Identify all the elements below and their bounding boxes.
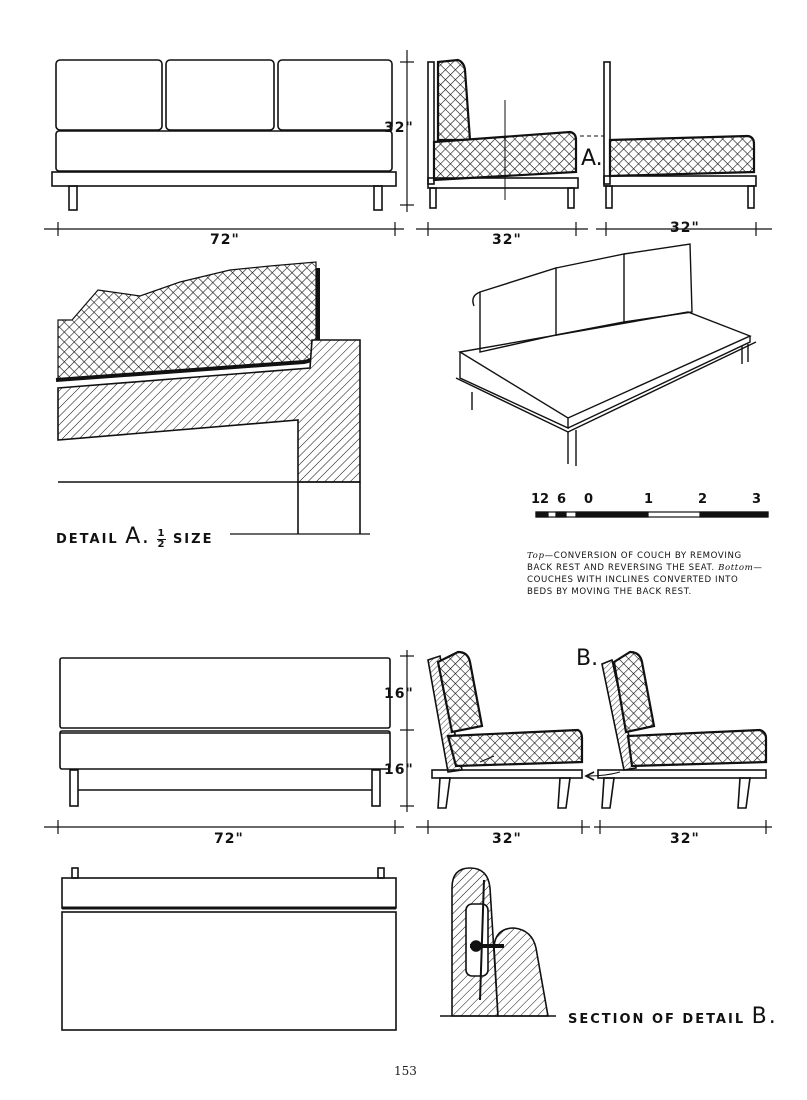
top-side-left-dimension (416, 222, 588, 236)
detail-a-size: SIZE (172, 532, 214, 547)
section-b-letter: B. (751, 1004, 778, 1029)
scale-label-3: 3 (752, 492, 762, 507)
top-side-view-left (427, 58, 604, 209)
caption-top-text: —CONVERSION OF COUCH BY REMOVING BACK RE… (527, 551, 742, 573)
detail-a-letter: A. (125, 524, 151, 549)
scale-label-0: 0 (584, 492, 594, 507)
top-front-view (51, 59, 397, 211)
caption-top-italic: Top (527, 551, 545, 561)
bottom-upper-height-label: 16" (384, 686, 414, 702)
bottom-side-view-left (427, 650, 584, 809)
scale-label-6: 6 (557, 492, 567, 507)
perspective-couch (455, 243, 757, 466)
caption-bottom-italic: Bottom (718, 563, 754, 573)
bottom-side-view-right (584, 650, 768, 809)
bottom-side-left-dimension (416, 820, 590, 834)
section-detail-b (440, 867, 556, 1017)
top-front-width-label: 72" (210, 232, 240, 248)
bottom-side-right-dimension (594, 820, 772, 834)
top-height-label: 32" (384, 120, 414, 136)
detail-a-marker: A. (581, 146, 603, 171)
detail-a-title: DETAIL A. 1 2 SIZE (56, 524, 213, 550)
section-b-label: SECTION OF DETAIL (568, 1012, 746, 1027)
bottom-height-dimension (400, 650, 414, 812)
scale-label-2: 2 (698, 492, 708, 507)
bottom-side-right-depth-label: 32" (670, 831, 700, 847)
top-side-right-depth-label: 32" (670, 220, 700, 236)
top-height-dimension (400, 50, 414, 212)
top-front-dimension (44, 222, 404, 236)
top-side-left-depth-label: 32" (492, 232, 522, 248)
bottom-front-dimension (44, 820, 404, 834)
figure-caption: Top—CONVERSION OF COUCH BY REMOVING BACK… (527, 550, 767, 598)
bottom-side-left-depth-label: 32" (492, 831, 522, 847)
section-b-title: SECTION OF DETAIL B. (568, 1004, 778, 1029)
bottom-front-view (59, 657, 391, 807)
caption-bottom-text: —COUCHES WITH INCLINES CONVERTED INTO BE… (527, 563, 763, 597)
scale-label-1: 1 (644, 492, 654, 507)
detail-a-prefix: DETAIL (56, 532, 119, 547)
scale-label-12: 12 (531, 492, 550, 507)
top-side-view-right (603, 61, 757, 209)
detail-a-drawing (55, 261, 370, 535)
scale-bar (535, 511, 769, 518)
detail-b-marker: B. (576, 646, 599, 671)
page-number: 153 (394, 1064, 417, 1078)
detail-a-fraction: 1 2 (157, 528, 167, 550)
detail-a-fraction-den: 2 (157, 539, 167, 550)
detail-a-fraction-num: 1 (157, 528, 167, 540)
bottom-lower-height-label: 16" (384, 762, 414, 778)
top-side-right-dimension (596, 222, 772, 236)
bottom-front-width-label: 72" (214, 831, 244, 847)
bed-view (61, 867, 397, 1031)
